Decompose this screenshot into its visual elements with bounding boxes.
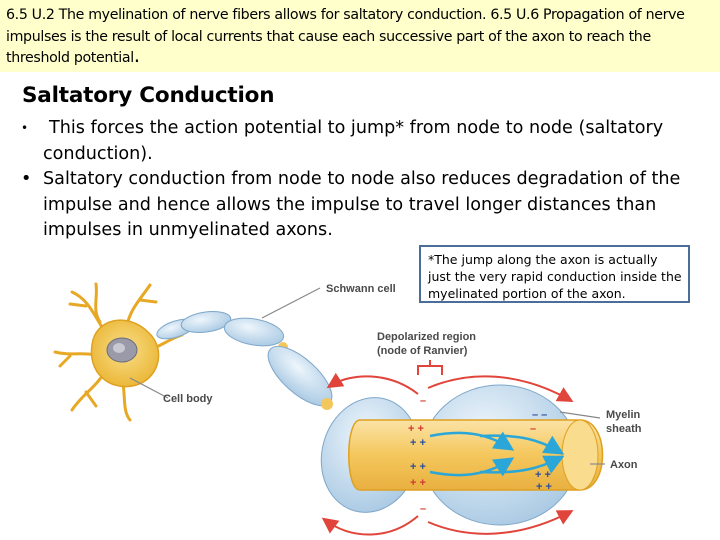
label-myelin: Myelin (606, 409, 641, 421)
bullet-text: Saltatory conduction from node to node a… (43, 169, 680, 240)
label-sheath: sheath (606, 423, 642, 435)
footnote-box: *The jump along the axon is actually jus… (419, 245, 690, 303)
header-sentence: 6.5 U.2 The myelination of nerve fibers … (6, 7, 685, 66)
svg-text:+ +: + + (408, 423, 424, 435)
svg-text:–: – (530, 423, 536, 435)
axon-end (562, 420, 598, 490)
svg-text:–: – (420, 395, 426, 407)
slide-title: Saltatory Conduction (22, 83, 274, 108)
myelin-segment (180, 309, 232, 336)
header-text: 6.5 U.2 The myelination of nerve fibers … (6, 5, 718, 70)
node-of-ranvier (321, 398, 333, 410)
svg-text:+ +: + + (535, 469, 551, 481)
svg-text:+ +: + + (410, 437, 426, 449)
bullet-text: This forces the action potential to jump… (43, 118, 663, 164)
node-bracket (418, 366, 442, 375)
svg-text:+ +: + + (410, 461, 426, 473)
label-axon: Axon (610, 459, 638, 471)
bullet-item: Saltatory conduction from node to node a… (18, 167, 708, 244)
label-schwann-cell: Schwann cell (326, 283, 396, 295)
label-cell-body: Cell body (163, 393, 213, 405)
svg-text:+ +: + + (536, 481, 552, 493)
svg-text:– –: – – (532, 409, 547, 421)
svg-text:+ +: + + (410, 477, 426, 489)
label-depolarized-region: Depolarized region (377, 331, 476, 343)
header-band: 6.5 U.2 The myelination of nerve fibers … (0, 0, 720, 72)
header-end-mark: . (134, 43, 140, 67)
label-node-of-ranvier: (node of Ranvier) (377, 345, 468, 357)
nucleolus (113, 343, 125, 353)
bullet-list: This forces the action potential to jump… (18, 116, 708, 244)
bullet-item: This forces the action potential to jump… (18, 116, 708, 167)
myelin-segment (222, 314, 286, 350)
svg-text:–: – (420, 503, 426, 515)
